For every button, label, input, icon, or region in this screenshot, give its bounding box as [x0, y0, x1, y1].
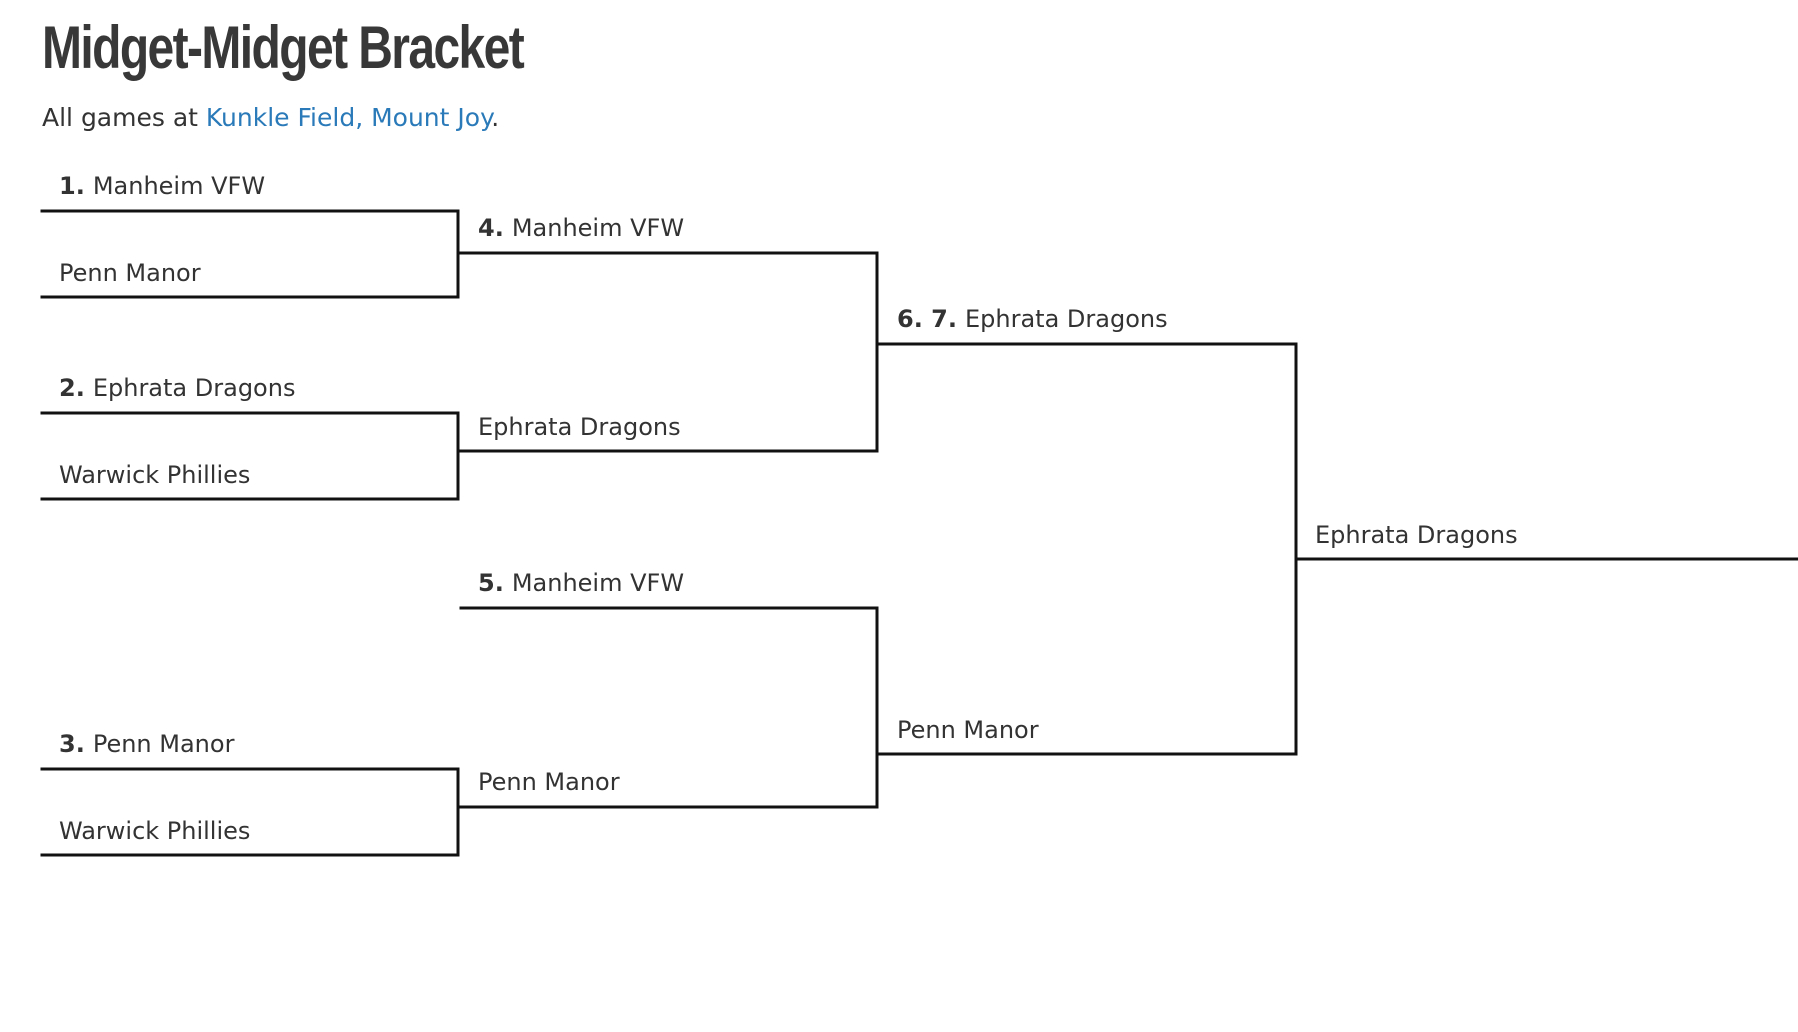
bracket-entry-r1-2: Penn Manor: [59, 257, 201, 289]
seed-label: 4.: [478, 214, 504, 242]
team-name: Manheim VFW: [92, 172, 266, 200]
team-name: Warwick Phillies: [59, 817, 251, 845]
bracket-entry-r1-4: Warwick Phillies: [59, 459, 250, 491]
venue-suffix: .: [491, 103, 500, 132]
bracket-entry-champion: Ephrata Dragons: [1315, 519, 1518, 551]
location-link[interactable]: Kunkle Field, Mount Joy: [205, 103, 492, 132]
bracket-entry-r1-5: 3.Penn Manor: [59, 728, 234, 760]
team-name: Penn Manor: [478, 768, 620, 796]
team-name: Manheim VFW: [511, 569, 685, 597]
team-name: Penn Manor: [92, 730, 235, 758]
team-name: Ephrata Dragons: [965, 305, 1168, 333]
seed-label: 2.: [59, 374, 85, 402]
bracket-connector-r1-g2: [40, 411, 460, 501]
seed-label: 6. 7.: [897, 305, 957, 333]
bracket-entry-r2-3: 5.Manheim VFW: [478, 567, 684, 599]
bracket-entry-r1-1: 1.Manheim VFW: [59, 170, 265, 202]
bracket-entry-r1-6: Warwick Phillies: [59, 815, 250, 847]
bracket-entry-r2-1: 4.Manheim VFW: [478, 212, 684, 244]
team-name: Ephrata Dragons: [92, 374, 296, 402]
seed-label: 1.: [59, 172, 85, 200]
team-name: Ephrata Dragons: [478, 413, 681, 441]
team-name: Manheim VFW: [511, 214, 685, 242]
bracket-entry-r2-4: Penn Manor: [478, 766, 620, 798]
bracket-entry-r3-1: 6. 7. Ephrata Dragons: [897, 303, 1168, 335]
bracket-connector-r1-g3: [40, 767, 460, 857]
bracket-entry-r3-2: Penn Manor: [897, 714, 1039, 746]
page-title: Midget-Midget Bracket: [42, 14, 525, 81]
team-name: Ephrata Dragons: [1315, 521, 1518, 549]
team-name: Penn Manor: [897, 716, 1039, 744]
bracket-entry-r1-3: 2.Ephrata Dragons: [59, 372, 295, 404]
team-name: Warwick Phillies: [59, 461, 251, 489]
team-name: Penn Manor: [59, 259, 201, 287]
bracket-entry-r2-2: Ephrata Dragons: [478, 411, 681, 443]
venue-prefix: All games at: [42, 103, 206, 132]
seed-label: 3.: [59, 730, 85, 758]
seed-label: 5.: [478, 569, 504, 597]
venue-note: All games at Kunkle Field, Mount Joy.: [42, 100, 499, 136]
